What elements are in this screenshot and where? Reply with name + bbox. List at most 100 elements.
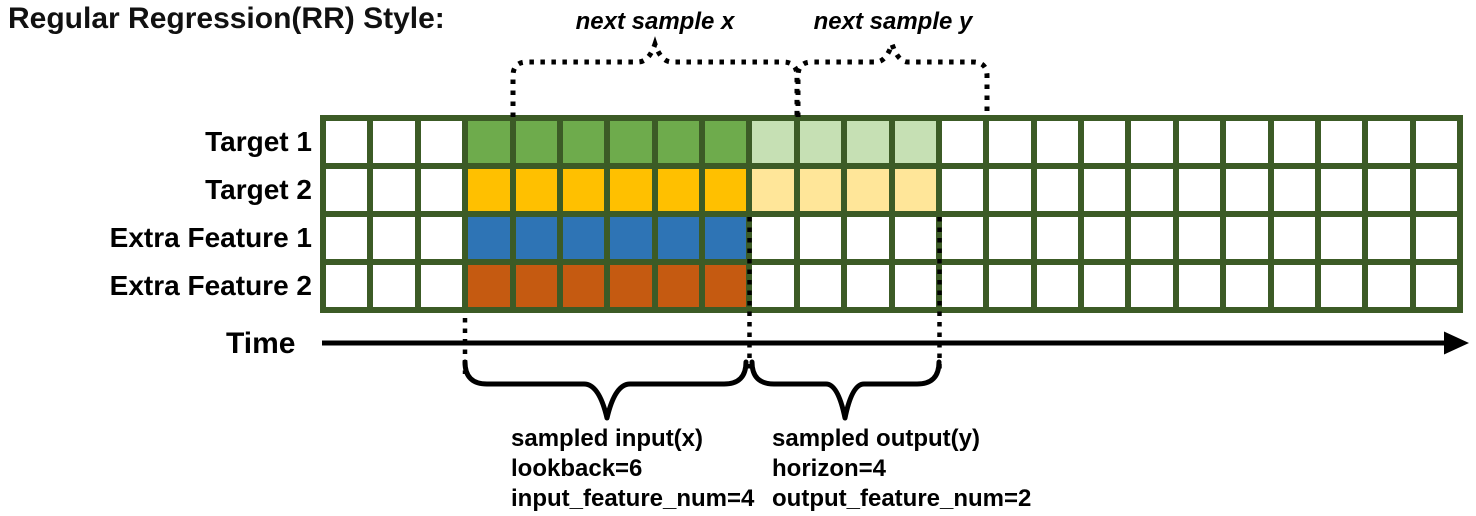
- grid-cell: [610, 121, 652, 163]
- grid-cell: [705, 121, 747, 163]
- grid-cell: [1226, 217, 1268, 259]
- grid-cell: [752, 217, 794, 259]
- row-label-target-1: Target 1: [205, 126, 312, 157]
- grid-cell: [515, 169, 557, 211]
- grid-cell: [373, 217, 415, 259]
- input-feature-num-value: input_feature_num=4: [511, 485, 755, 512]
- next-sample-x-label: next sample x: [575, 8, 735, 35]
- grid-cell: [657, 217, 699, 259]
- grid-cell: [1273, 217, 1315, 259]
- grid-cell: [1415, 169, 1457, 211]
- grid-cell: [562, 265, 605, 307]
- grid-cell: [847, 121, 889, 163]
- grid-cell: [468, 265, 510, 307]
- grid-cell: [1368, 265, 1410, 307]
- grid-cell: [1273, 169, 1315, 211]
- grid-cell: [610, 169, 652, 211]
- grid-cell: [1415, 121, 1457, 163]
- horizon-value: horizon=4: [772, 455, 887, 482]
- grid-cell: [468, 217, 510, 259]
- grid-cell: [610, 265, 652, 307]
- lookback-value: lookback=6: [511, 455, 643, 482]
- grid-cell: [562, 217, 605, 259]
- diagram-title: Regular Regression(RR) Style:: [8, 2, 445, 35]
- grid-cell: [894, 121, 936, 163]
- grid-cell: [941, 121, 984, 163]
- grid-cell: [752, 169, 794, 211]
- row-label-target-2: Target 2: [205, 174, 312, 205]
- grid-cell: [1131, 217, 1173, 259]
- grid-cell: [1226, 265, 1268, 307]
- grid-cell: [705, 265, 747, 307]
- grid-cell: [847, 265, 889, 307]
- grid-cell: [1415, 217, 1457, 259]
- grid-cell: [1036, 265, 1078, 307]
- time-axis-label: Time: [226, 327, 296, 360]
- sampled-output-title: sampled output(y): [772, 425, 980, 452]
- grid-cell: [1320, 121, 1363, 163]
- grid-cell: [941, 217, 984, 259]
- grid-cell: [989, 217, 1031, 259]
- grid-cell: [1131, 265, 1173, 307]
- sampled-output-brace: [749, 359, 942, 421]
- grid-cell: [1178, 121, 1221, 163]
- grid-cell: [326, 169, 368, 211]
- grid-cell: [1226, 169, 1268, 211]
- grid-cell: [1273, 121, 1315, 163]
- grid-cell: [941, 169, 984, 211]
- grid-cell: [1320, 169, 1363, 211]
- grid-cell: [752, 121, 794, 163]
- sampled-output-caption: sampled output(y) horizon=4 output_featu…: [772, 424, 1031, 514]
- grid-cell: [468, 121, 510, 163]
- grid-cell: [989, 121, 1031, 163]
- sampled-input-brace: [462, 359, 749, 421]
- next-sample-y-brace: [795, 36, 990, 117]
- grid-cell: [1368, 217, 1410, 259]
- grid-cell: [326, 265, 368, 307]
- grid-cell: [1415, 265, 1457, 307]
- grid-cell: [752, 265, 794, 307]
- grid-cell: [420, 217, 463, 259]
- grid-cell: [847, 217, 889, 259]
- grid-cell: [1320, 217, 1363, 259]
- grid-cell: [799, 121, 842, 163]
- next-sample-x-brace: [510, 36, 800, 117]
- grid-cell: [1178, 217, 1221, 259]
- sampled-input-caption: sampled input(x) lookback=6 input_featur…: [511, 424, 754, 514]
- grid-cell: [373, 121, 415, 163]
- row-label-extra-feature-1: Extra Feature 1: [109, 222, 312, 253]
- grid-cell: [989, 265, 1031, 307]
- output-feature-num-value: output_feature_num=2: [772, 485, 1032, 512]
- row-label-extra-feature-2: Extra Feature 2: [109, 270, 312, 301]
- grid-cell: [894, 217, 936, 259]
- grid-cell: [1084, 121, 1126, 163]
- grid-cell: [562, 121, 605, 163]
- grid-cell: [1131, 121, 1173, 163]
- timeseries-grid: [320, 115, 1463, 313]
- grid-cell: [657, 121, 699, 163]
- grid-cell: [1084, 265, 1126, 307]
- grid-cell: [847, 169, 889, 211]
- grid-cell: [894, 265, 936, 307]
- grid-cell: [799, 265, 842, 307]
- grid-cell: [799, 169, 842, 211]
- grid-cell: [373, 265, 415, 307]
- grid-cell: [1084, 217, 1126, 259]
- grid-cell: [1226, 121, 1268, 163]
- grid-cell: [1178, 169, 1221, 211]
- grid-cell: [562, 169, 605, 211]
- grid-cell: [1036, 121, 1078, 163]
- grid-cell: [1036, 217, 1078, 259]
- time-axis-arrowhead: [1444, 331, 1469, 355]
- grid-cell: [657, 169, 699, 211]
- grid-cell: [1131, 169, 1173, 211]
- grid-cell: [1320, 265, 1363, 307]
- grid-cell: [1036, 169, 1078, 211]
- grid-cell: [705, 217, 747, 259]
- grid-cell: [705, 169, 747, 211]
- sampled-input-title: sampled input(x): [511, 425, 704, 452]
- grid-cell: [657, 265, 699, 307]
- grid-cell: [420, 121, 463, 163]
- grid-cell: [1178, 265, 1221, 307]
